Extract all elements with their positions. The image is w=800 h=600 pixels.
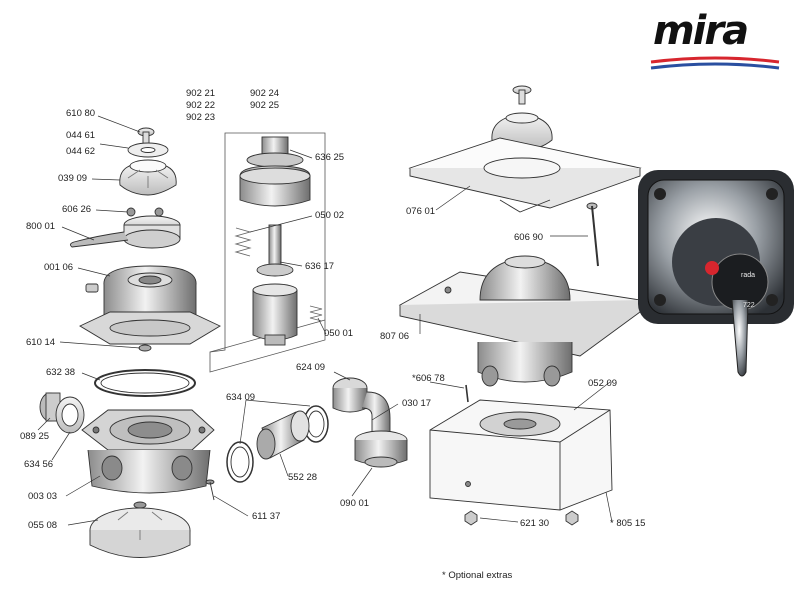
pipe-parts [205,377,408,501]
label-634-56: 634 56 [24,459,54,470]
body-003-03 [81,409,215,494]
spring-050-01 [309,305,323,322]
code-col2-1: 902 25 [250,100,280,111]
spring-050-02 [234,227,252,257]
valve-model-text: 722 [743,302,755,309]
baseplate-055-08 [89,501,191,558]
right-assembly [398,85,642,526]
label-636-25: 636 25 [315,152,345,163]
label-805-15: * 805 15 [610,518,646,529]
label-552-28: 552 28 [288,472,318,483]
logo-swoosh [650,56,780,70]
label-632-38: 632 38 [46,367,76,378]
cover-001-06 [79,265,221,352]
label-606-90: 606 90 [514,232,544,243]
label-050-01: 050 01 [324,328,354,339]
code-col1-0: 902 21 [186,88,216,99]
label-076-01: 076 01 [406,206,436,217]
label-001-06: 001 06 [44,262,74,273]
label-052-09: 052 09 [588,378,618,389]
washer-044 [127,142,169,158]
knob-039-09 [119,159,177,196]
label-621-30: 621 30 [520,518,550,529]
left-assembly [39,127,221,558]
label-610-80: 610 80 [66,108,96,119]
label-044-62: 044 62 [66,146,96,157]
lever-800-01 [69,207,181,249]
label-610-14: 610 14 [26,337,56,348]
label-606-78: *606 78 [412,373,445,384]
label-090-01: 090 01 [340,498,370,509]
label-039-09: 039 09 [58,173,88,184]
brand-logo: mira [645,8,785,72]
screw-606-90 [586,202,599,267]
brand-wordmark: mira [653,8,749,54]
label-055-08: 055 08 [28,520,58,531]
label-634-09: 634 09 [226,392,256,403]
code-col1-2: 902 23 [186,112,216,123]
valve-brand-text: rada [741,272,756,279]
label-807-06: 807 06 [380,331,410,342]
cartridge-group [209,132,326,373]
label-089-25: 089 25 [20,431,50,442]
union-089-25 [39,392,85,434]
label-003-03: 003 03 [28,491,58,502]
nipple-552-28 [256,410,310,460]
label-624-09: 624 09 [296,362,326,373]
outlet-090-01 [354,430,408,468]
wallbox-805-15 [429,399,613,511]
label-800-01: 800 01 [26,221,56,232]
label-611-37: 611 37 [252,511,281,522]
oring-632-38 [94,369,196,397]
frame-807-06 [398,255,642,387]
code-col1-1: 902 22 [186,100,216,111]
leader-lines [37,115,613,526]
bracket-076-01 [408,137,642,213]
elbow-624-09 [332,377,391,433]
optional-extras-note: * Optional extras [442,570,513,581]
spindle-636-17 [252,224,298,346]
label-050-02: 050 02 [315,210,345,221]
label-044-61: 044 61 [66,130,96,141]
cartridge-636-25 [239,136,311,207]
code-col2-0: 902 24 [250,88,280,99]
label-636-17: 636 17 [305,261,335,272]
label-606-26: 606 26 [62,204,92,215]
screw-611-37 [205,479,215,501]
label-030-17: 030 17 [402,398,432,409]
valve-photo [638,170,794,377]
